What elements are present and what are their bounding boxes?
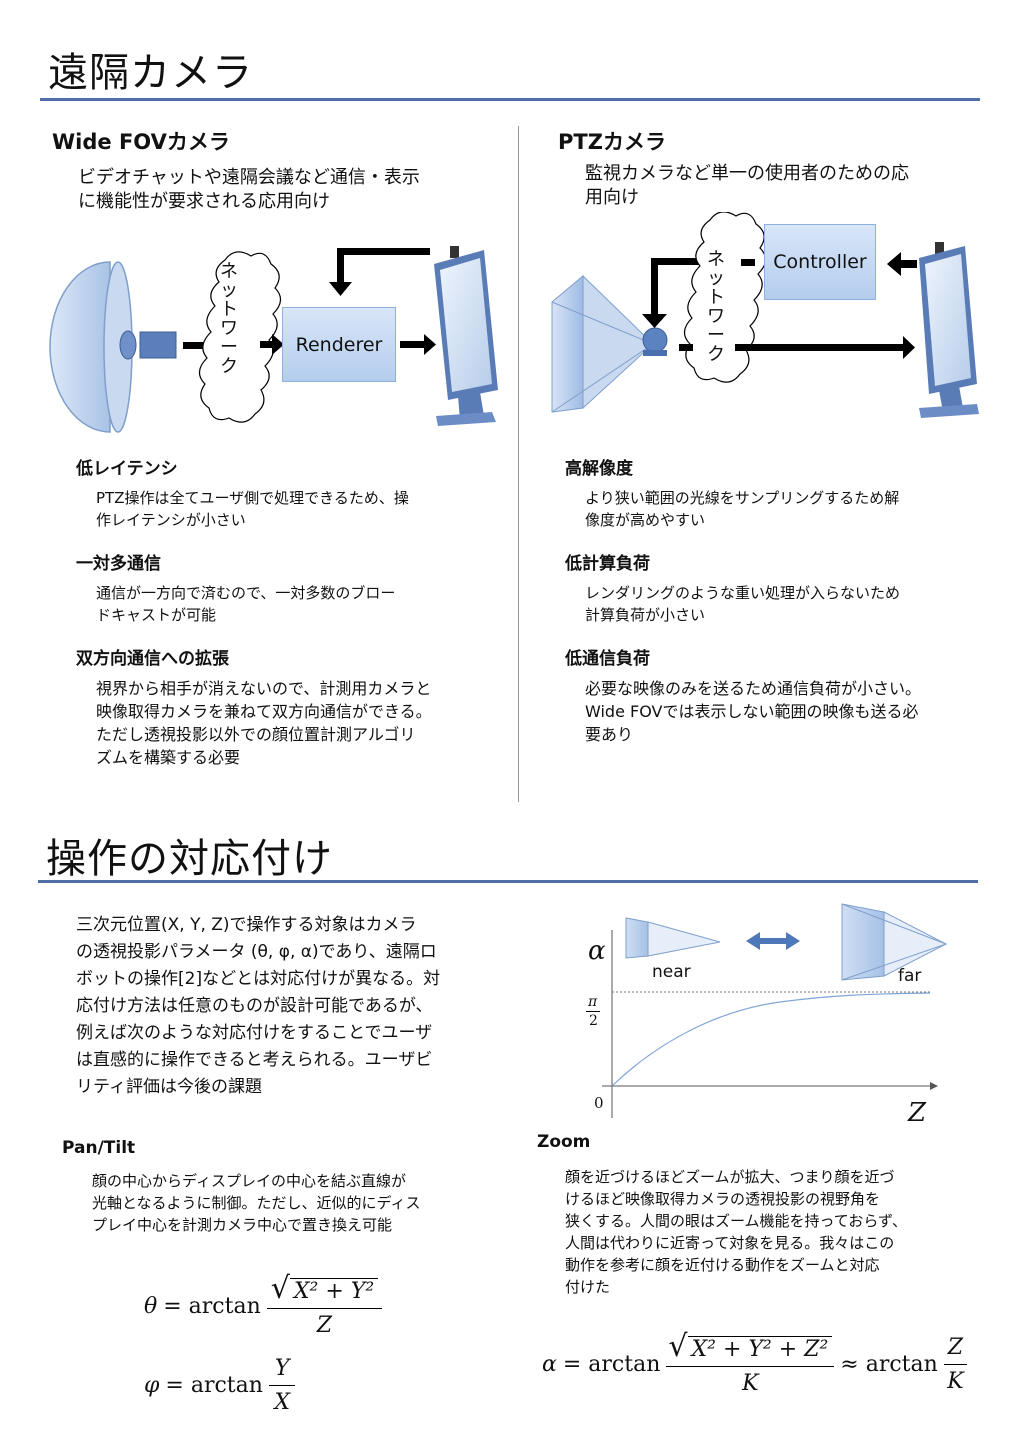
- ptz-camera-icon: [642, 327, 668, 356]
- graph-far-label: far: [898, 966, 922, 986]
- ptz-fov-pyramid-icon: [551, 274, 654, 413]
- section1-title: 遠隔カメラ: [48, 50, 253, 96]
- section2-rule: [38, 880, 978, 883]
- graph-two-label: 2: [589, 1013, 598, 1029]
- section2-intro: 三次元位置(X, Y, Z)で操作する対象はカメラ の透視投影パラメータ (θ,…: [76, 915, 441, 1097]
- network-cloud-icon: [683, 212, 767, 383]
- graph-pi-bar: [586, 1011, 600, 1012]
- graph-pi-label: π: [588, 994, 598, 1010]
- ptz-diagram: [551, 212, 979, 418]
- section2-title: 操作の対応付け: [46, 836, 333, 882]
- alpha-fraction: √ X² + Y² + Z² K: [666, 1332, 835, 1396]
- zoom-text: 顔を近づけるほどズームが拡大、つまり顔を近づ けるほど映像取得カメラの透視投影の…: [565, 1168, 908, 1296]
- graph-near-label: near: [652, 962, 691, 982]
- graph-x-label: Z: [908, 1098, 927, 1128]
- wide-fov-heading: Wide FOVカメラ: [52, 130, 230, 154]
- feature-text: 通信が一方向で済むので、一対多数のブロー ドキャストが可能: [96, 584, 396, 624]
- dome-camera-icon: [49, 261, 177, 433]
- ptz-desc: 監視カメラなど単一の使用者のための応 用向け: [585, 163, 909, 208]
- controller-box: Controller: [764, 224, 876, 300]
- column-divider: [518, 126, 519, 802]
- alpha-approx-fraction: Z K: [943, 1335, 968, 1394]
- feature-title: 一対多通信: [76, 554, 161, 574]
- feature-text: レンダリングのような重い処理が入らないため 計算負荷が小さい: [585, 584, 901, 624]
- wide-network-label: ネットワーク: [220, 261, 238, 377]
- pantilt-heading: Pan/Tilt: [62, 1138, 136, 1158]
- wide-fov-diagram: [49, 246, 498, 433]
- feature-title: 低計算負荷: [565, 554, 650, 574]
- far-frustum-icon: [841, 903, 948, 981]
- feature-title: 双方向通信への拡張: [76, 649, 229, 669]
- renderer-box: Renderer: [282, 307, 396, 382]
- ptz-features: 高解像度 より狭い範囲の光線をサンプリングするため解 像度が高めやすい 低計算負…: [565, 454, 995, 746]
- pantilt-text: 顔の中心からディスプレイの中心を結ぶ直線が 光軸となるように制御。ただし、近似的…: [92, 1172, 421, 1234]
- graph-zero-label: 0: [594, 1094, 604, 1112]
- monitor-icon: [919, 242, 979, 418]
- wide-features: 低レイテンシ PTZ操作は全てユーザ側で処理できるため、操 作レイテンシが小さい…: [76, 454, 496, 769]
- monitor-icon: [434, 246, 498, 426]
- feature-text: より狭い範囲の光線をサンプリングするため解 像度が高めやすい: [585, 489, 900, 529]
- theta-fraction: √ X² + Y² Z: [266, 1274, 383, 1338]
- phi-fraction: Y X: [268, 1356, 296, 1415]
- graph-y-label: α: [588, 936, 606, 966]
- zoom-angle-graph: [602, 903, 948, 1118]
- ptz-heading: PTZカメラ: [558, 130, 666, 154]
- alpha-equation: α = arctan √ X² + Y² + Z² K ≈ arctan Z K: [542, 1326, 968, 1402]
- near-frustum-icon: [625, 917, 721, 959]
- theta-equation: θ = arctan √ X² + Y² Z: [144, 1268, 383, 1344]
- ptz-network-label: ネットワーク: [707, 249, 725, 365]
- wide-fov-desc: ビデオチャットや遠隔会議など通信・表示 に機能性が要求される応用向け: [78, 167, 420, 212]
- feature-text: 必要な映像のみを送るため通信負荷が小さい。 Wide FOVでは表示しない範囲の…: [585, 679, 922, 744]
- feature-title: 低レイテンシ: [76, 459, 178, 479]
- phi-equation: φ = arctan Y X: [144, 1350, 296, 1420]
- section1-rule: [40, 98, 980, 101]
- zoom-heading: Zoom: [537, 1132, 591, 1152]
- feature-text: 視界から相手が消えないので、計測用カメラと 映像取得カメラを兼ねて双方向通信がで…: [96, 679, 432, 767]
- feature-title: 高解像度: [565, 459, 633, 479]
- feature-title: 低通信負荷: [565, 649, 650, 669]
- feature-text: PTZ操作は全てユーザ側で処理できるため、操 作レイテンシが小さい: [96, 489, 409, 529]
- network-cloud-icon: [198, 251, 282, 423]
- double-arrow-icon: [746, 932, 800, 950]
